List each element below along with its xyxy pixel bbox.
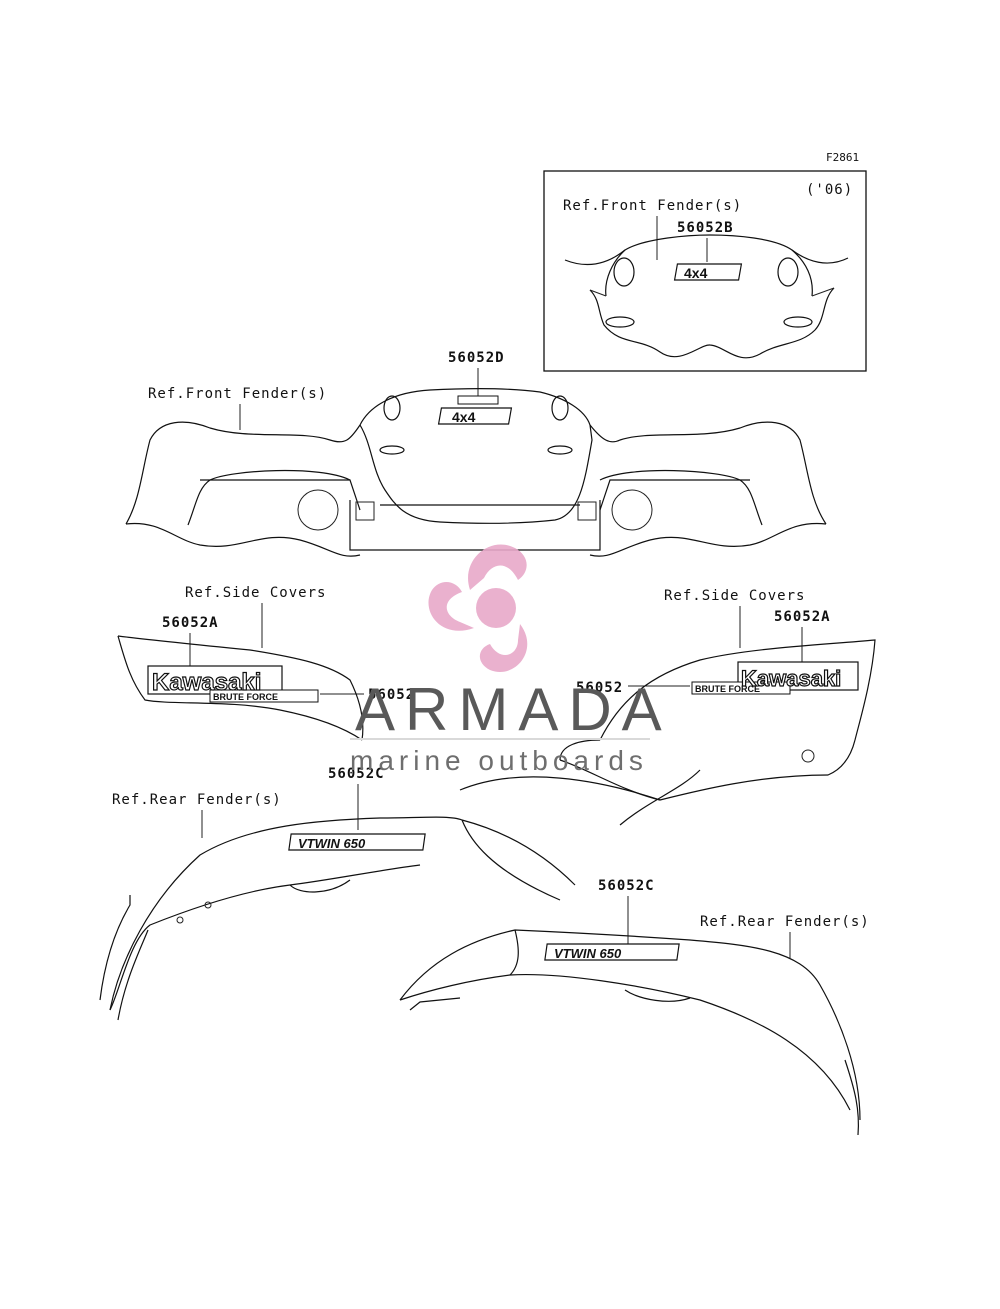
figure-code: F2861 bbox=[826, 151, 859, 164]
side-cover-left-drawing bbox=[117, 635, 364, 741]
rear-fender-right: 56052C Ref.Rear Fender(s) VTWIN 650 bbox=[399, 878, 870, 1136]
side-cover-right-brand: Kawasaki bbox=[741, 666, 841, 691]
side-cover-right-ref-label: Ref.Side Covers bbox=[664, 588, 805, 604]
watermark-title: ARMADA bbox=[355, 676, 672, 743]
inset-decal-4x4: 4x4 bbox=[684, 265, 708, 281]
side-cover-left-brand: Kawasaki bbox=[152, 669, 261, 696]
side-cover-right-part-a: 56052A bbox=[774, 609, 831, 625]
inset-part-number: 56052B bbox=[677, 220, 734, 236]
inset-frame bbox=[543, 170, 867, 372]
watermark: ARMADA marine outboards bbox=[350, 544, 672, 776]
rear-fender-right-decal: VTWIN 650 bbox=[554, 946, 622, 961]
front-fender-ref-label: Ref.Front Fender(s) bbox=[148, 386, 327, 402]
rear-fender-left: Ref.Rear Fender(s) 56052C VTWIN 650 bbox=[99, 766, 576, 1021]
rear-fender-left-part-number: 56052C bbox=[328, 766, 385, 782]
front-fender-part-number: 56052D bbox=[448, 350, 505, 366]
rear-fender-right-ref-label: Ref.Rear Fender(s) bbox=[700, 914, 870, 930]
rear-fender-right-part-number: 56052C bbox=[598, 878, 655, 894]
inset-ref-label: Ref.Front Fender(s) bbox=[563, 198, 742, 214]
side-cover-left-model: BRUTE FORCE bbox=[213, 692, 278, 702]
front-fender: 56052D Ref.Front Fender(s) bbox=[125, 350, 827, 557]
inset-year: ('06) bbox=[806, 182, 853, 198]
inset-panel: ('06) Ref.Front Fender(s) 56052B 4x4 bbox=[543, 170, 867, 372]
rear-fender-left-decal: VTWIN 650 bbox=[298, 836, 366, 851]
watermark-divider bbox=[350, 738, 650, 740]
side-cover-left-part-a: 56052A bbox=[162, 615, 219, 631]
rear-fender-left-ref-label: Ref.Rear Fender(s) bbox=[112, 792, 282, 808]
front-fender-decal-4x4: 4x4 bbox=[452, 409, 476, 425]
inset-fender-drawing bbox=[564, 234, 849, 359]
side-cover-right-model: BRUTE FORCE bbox=[695, 684, 760, 694]
side-cover-left-part-b: 56052 bbox=[368, 687, 415, 703]
front-fender-drawing bbox=[125, 388, 827, 557]
propeller-logo-icon bbox=[428, 544, 528, 672]
side-cover-left: Ref.Side Covers 56052A 56052 Kawasaki BR… bbox=[117, 585, 415, 741]
watermark-subtitle: marine outboards bbox=[350, 745, 648, 776]
side-cover-left-ref-label: Ref.Side Covers bbox=[185, 585, 326, 601]
rear-fender-right-drawing bbox=[399, 929, 861, 1136]
side-cover-right-drawing bbox=[459, 639, 876, 826]
rear-fender-left-drawing bbox=[99, 816, 576, 1021]
side-cover-right-part-b: 56052 bbox=[576, 680, 623, 696]
side-cover-right: Ref.Side Covers 56052A 56052 Kawasaki BR… bbox=[459, 588, 876, 826]
